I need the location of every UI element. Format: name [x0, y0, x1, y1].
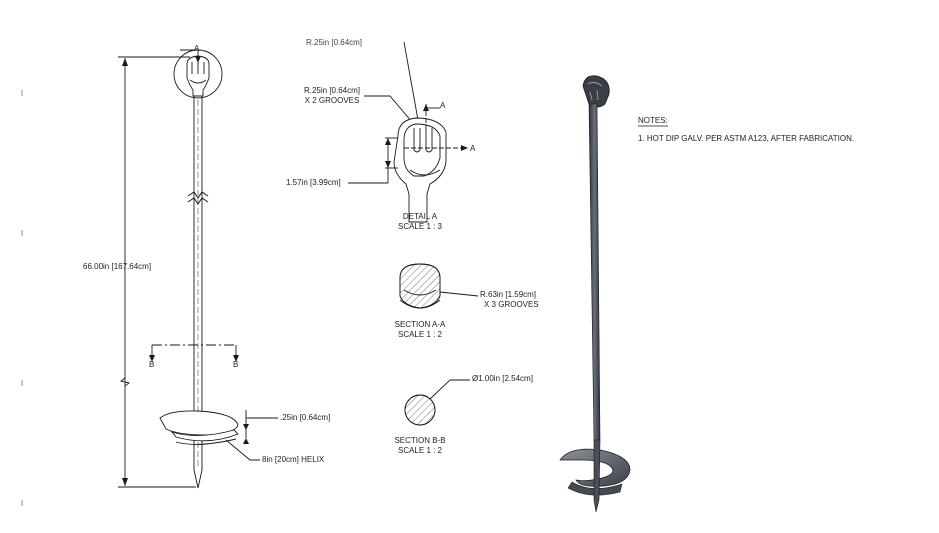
helix-thickness-label: .25in [0.64cm] — [280, 413, 331, 422]
detail-a-groove-count: X 2 GROOVES — [304, 96, 360, 105]
side-view — [118, 49, 278, 489]
view-arrow-a-side — [180, 49, 201, 63]
detail-a-groove-radius: R.25in [0.64cm] — [303, 86, 361, 95]
section-b-b-title: SECTION B-B — [394, 436, 446, 445]
section-b-right-label: B — [233, 360, 239, 369]
detail-a-height-label: 1.57in [3.99cm] — [286, 178, 341, 187]
section-b-b-drawing — [404, 379, 470, 426]
detail-a-arrow-right-label: A — [470, 144, 476, 153]
detail-a-drawing — [348, 41, 468, 223]
section-b-b-scale: SCALE 1 : 2 — [397, 446, 443, 455]
section-a-a-scale: SCALE 1 : 2 — [397, 330, 443, 339]
detail-a-title: DETAIL A — [402, 212, 438, 221]
isometric-view — [559, 75, 631, 513]
section-a-a-radius-label: R.63in [1.59cm] — [480, 290, 537, 299]
section-a-a-groove-count: X 3 GROOVES — [484, 300, 539, 309]
section-a-a-drawing — [399, 263, 479, 309]
section-a-a-title: SECTION A-A — [394, 320, 446, 329]
detail-a-top-cut-label: R.25in [0.64cm] — [306, 38, 363, 47]
detail-a-arrow-top-label: A — [440, 101, 446, 110]
section-b-b-diameter-label: Ø1.00in [2.54cm] — [472, 374, 533, 383]
detail-a-scale: SCALE 1 : 3 — [397, 222, 443, 231]
notes-item-1: 1. HOT DIP GALV. PER ASTM A123, AFTER FA… — [638, 134, 855, 143]
length-dimension-label: 66.00in [167.64cm] — [83, 262, 152, 271]
section-b-left-label: B — [149, 360, 155, 369]
notes-heading: NOTES: — [638, 116, 668, 125]
view-arrow-a-side-label: A — [194, 44, 200, 53]
helix-diameter-label: 8in [20cm] HELIX — [262, 455, 325, 464]
